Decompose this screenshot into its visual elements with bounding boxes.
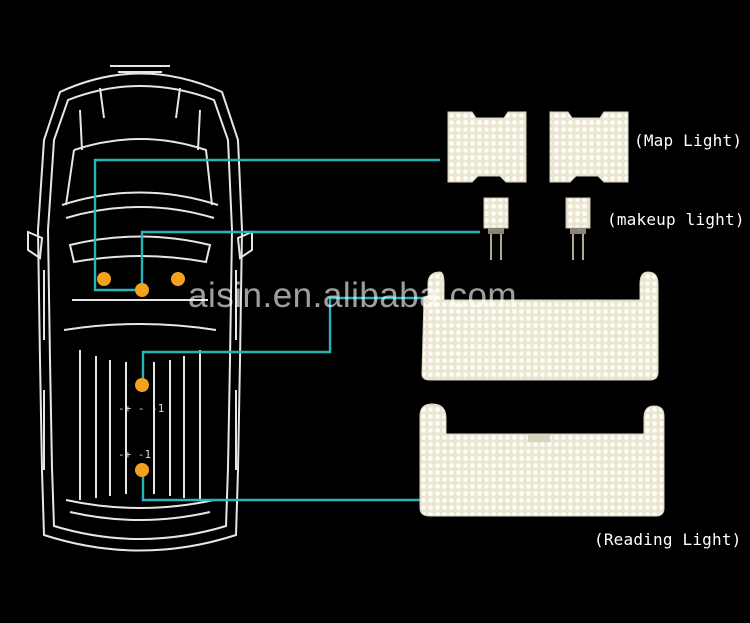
- car-seat-marking: -+ - -1: [118, 402, 164, 415]
- map-light-label: (Map Light): [634, 131, 743, 150]
- light-dot-rear: [135, 463, 149, 477]
- connector-makeup-light: [140, 230, 480, 290]
- light-dot-front-left: [97, 272, 111, 286]
- map-light-panel-left: [447, 111, 527, 183]
- light-dot-middle: [135, 378, 149, 392]
- reading-light-panel-bottom: [419, 403, 665, 517]
- car-seat-marking: -+ -1: [118, 448, 151, 461]
- light-dot-front-right: [171, 272, 185, 286]
- car-outline: [27, 65, 253, 552]
- connector-reading-light-1: [141, 296, 428, 385]
- makeup-light-label: (makeup light): [607, 210, 745, 229]
- makeup-light-bulb-right: [565, 197, 591, 260]
- connector-lines: [93, 158, 480, 502]
- map-light-panel-right: [549, 111, 629, 183]
- connector-map-light: [93, 158, 440, 292]
- light-positions: [97, 272, 185, 477]
- reading-light-panel-top: [421, 271, 659, 381]
- watermark-text: aisin.en.alibaba.com: [188, 276, 518, 315]
- connector-reading-light-2: [141, 470, 420, 502]
- makeup-light-bulb-left: [483, 197, 509, 260]
- light-dot-front-center: [135, 283, 149, 297]
- reading-light-label: (Reading Light): [594, 530, 742, 549]
